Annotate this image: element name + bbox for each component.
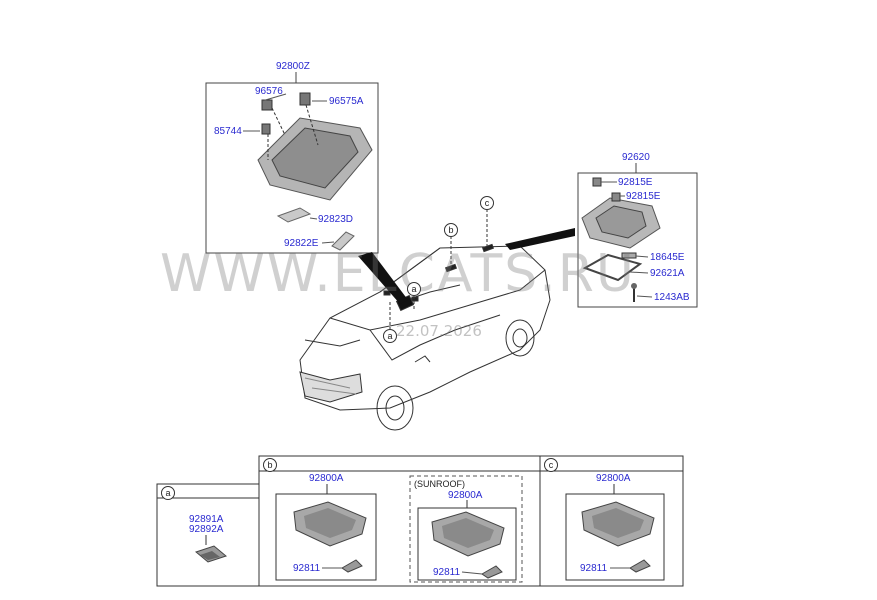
bottom-panels — [156, 455, 684, 587]
label-part-85744: 85744 — [214, 126, 242, 137]
pointer-wedge-console — [358, 252, 408, 304]
label-part-1243ab: 1243AB — [654, 292, 690, 303]
label-part-92891a: 92891A — [189, 514, 224, 525]
overhead-console-group — [205, 72, 379, 254]
label-panel-c-assembly: 92800A — [596, 473, 631, 484]
callout-c: c — [480, 196, 494, 210]
label-part-96576: 96576 — [255, 86, 283, 97]
room-lamp-group — [577, 163, 698, 308]
label-sunroof-part: 92811 — [433, 567, 461, 578]
label-sunroof-title: (SUNROOF) — [414, 479, 465, 489]
label-assembly-92620: 92620 — [622, 152, 650, 163]
label-panel-c-part: 92811 — [580, 563, 608, 574]
label-part-92823d: 92823D — [318, 214, 354, 225]
date-stamp: 22.07.2026 — [396, 322, 482, 340]
label-part-96575a: 96575A — [329, 96, 364, 107]
label-panel-b-assembly: 92800A — [309, 473, 344, 484]
label-panel-b-part: 92811 — [293, 563, 321, 574]
label-part-92822e: 92822E — [284, 238, 319, 249]
panel-c-tag: c — [544, 458, 558, 472]
label-part-18645e: 18645E — [650, 252, 685, 263]
label-part-92621a: 92621A — [650, 268, 685, 279]
label-part-92815e-1: 92815E — [618, 177, 653, 188]
callout-b: b — [444, 223, 458, 237]
pointer-wedge-room-lamp — [505, 228, 575, 250]
panel-a-tag: a — [161, 486, 175, 500]
label-part-92815e-2: 92815E — [626, 191, 661, 202]
watermark: WWW.ELCATS.RU — [160, 244, 636, 304]
callout-a-secondary: a — [407, 282, 421, 296]
label-part-92892a: 92892A — [189, 524, 224, 535]
label-assembly-92800z: 92800Z — [276, 61, 310, 72]
vehicle-illustration — [299, 243, 551, 431]
panel-b-tag: b — [263, 458, 277, 472]
label-sunroof-assembly: 92800A — [448, 490, 483, 501]
callout-a: a — [383, 329, 397, 343]
